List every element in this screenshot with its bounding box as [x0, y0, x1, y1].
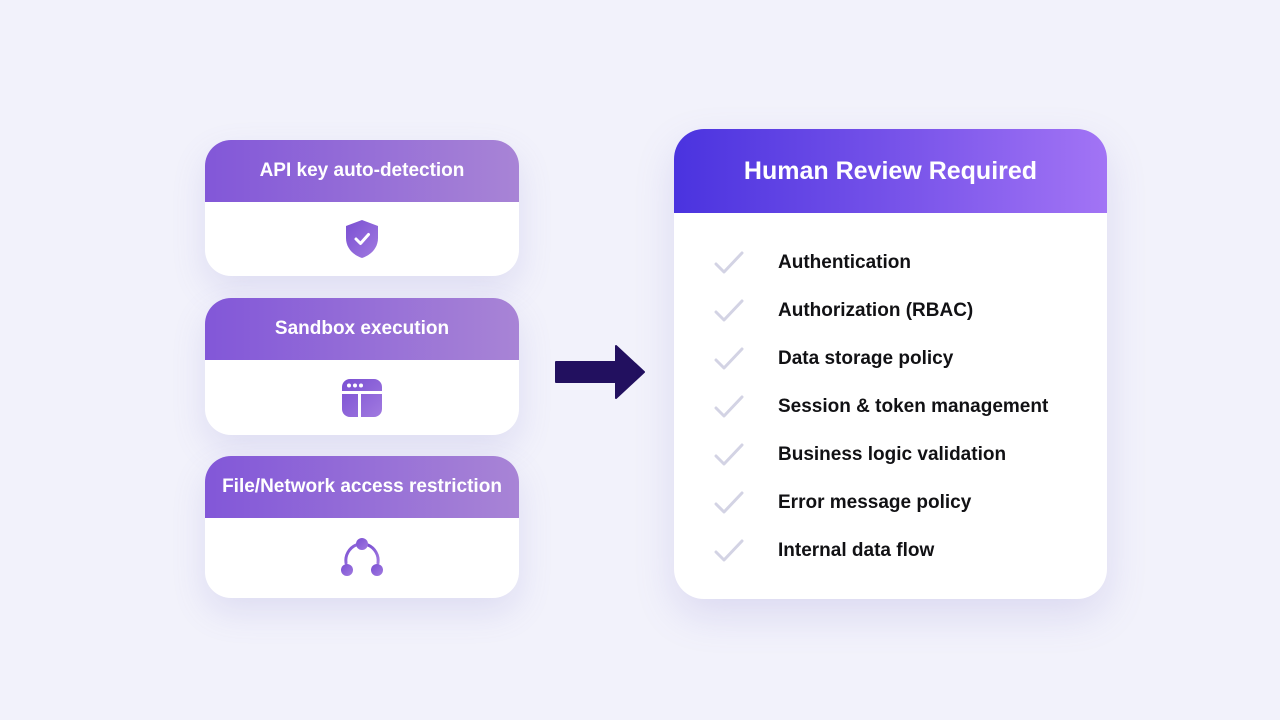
check-icon	[714, 443, 744, 466]
review-item-label: Business logic validation	[778, 444, 1007, 465]
check-icon	[714, 347, 744, 370]
review-item-label: Internal data flow	[778, 540, 935, 561]
review-item: Error message policy	[674, 479, 1107, 527]
review-item-label: Authorization (RBAC)	[778, 300, 974, 321]
card-api-key-detection: API key auto-detection	[205, 140, 519, 276]
arrow-right-icon	[555, 345, 645, 399]
check-icon	[714, 395, 744, 418]
review-item: Data storage policy	[674, 335, 1107, 383]
review-item-label: Data storage policy	[778, 348, 954, 369]
review-item: Authorization (RBAC)	[674, 287, 1107, 335]
review-title: Human Review Required	[674, 129, 1107, 213]
card-title: File/Network access restriction	[205, 456, 519, 518]
shield-check-icon	[346, 220, 378, 258]
check-icon	[714, 251, 744, 274]
browser-window-icon	[342, 378, 382, 417]
review-item: Session & token management	[674, 383, 1107, 431]
review-item: Internal data flow	[674, 527, 1107, 575]
review-item: Authentication	[674, 239, 1107, 287]
review-list: Authentication Authorization (RBAC) Data…	[674, 213, 1107, 575]
card-file-network-restriction: File/Network access restriction	[205, 456, 519, 598]
card-title: Sandbox execution	[205, 298, 519, 360]
review-item-label: Error message policy	[778, 492, 972, 513]
review-item-label: Session & token management	[778, 396, 1049, 417]
card-sandbox-execution: Sandbox execution	[205, 298, 519, 435]
review-item: Business logic validation	[674, 431, 1107, 479]
review-item-label: Authentication	[778, 252, 911, 273]
card-title: API key auto-detection	[205, 140, 519, 202]
network-nodes-icon	[341, 538, 383, 576]
check-icon	[714, 539, 744, 562]
human-review-panel: Human Review Required Authentication Aut…	[674, 129, 1107, 599]
check-icon	[714, 299, 744, 322]
check-icon	[714, 491, 744, 514]
